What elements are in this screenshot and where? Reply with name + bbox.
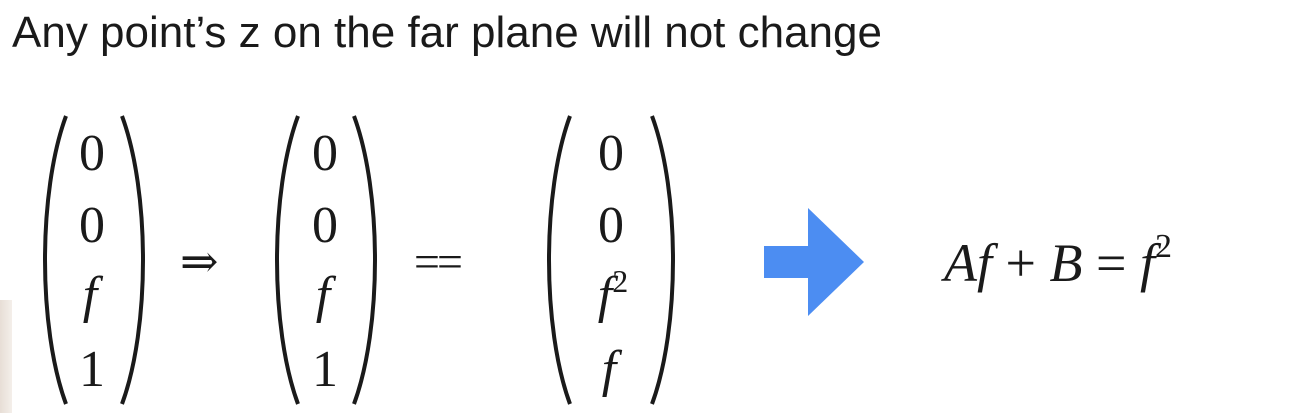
- left-paren-1: [43, 115, 68, 405]
- vector-3-entry-3-sup: 2: [612, 263, 629, 299]
- vector-3-entry-3-base: f: [597, 267, 613, 324]
- equation-plus: +: [1005, 233, 1036, 293]
- equation-rhs-f: f: [1139, 233, 1155, 293]
- vector-2-entry-2: 0: [312, 197, 338, 254]
- far-plane-equation: Af + B = f2: [944, 228, 1172, 306]
- equation-f: f: [977, 233, 993, 293]
- vector-1-entry-4: 1: [79, 341, 105, 398]
- equation-equals: =: [1095, 233, 1127, 293]
- right-arrow-icon: [764, 208, 864, 316]
- vector-3-entry-1: 0: [598, 125, 624, 182]
- vector-3-entry-3: f2: [578, 263, 648, 331]
- left-paren-2: [275, 115, 300, 405]
- right-paren-3: [650, 115, 675, 405]
- vector-1-entry-2: 0: [79, 197, 105, 254]
- vector-2-entry-4: 1: [312, 341, 338, 398]
- left-paren-3: [547, 115, 572, 405]
- vector-1-entry-1: 0: [79, 125, 105, 182]
- presenter-hand: [0, 300, 12, 413]
- vector-1-entry-3: f: [82, 267, 98, 324]
- right-paren-1: [120, 115, 145, 405]
- implies-symbol: ⇒: [180, 236, 219, 287]
- slide-title: Any point’s z on the far plane will not …: [12, 8, 882, 57]
- right-paren-2: [352, 115, 377, 405]
- vector-2-entry-3: f: [315, 267, 331, 324]
- equation-b: B: [1049, 233, 1083, 293]
- vector-2-entry-1: 0: [312, 125, 338, 182]
- vector-3-entry-2: 0: [598, 197, 624, 254]
- equation-rhs-sup: 2: [1154, 228, 1172, 265]
- double-equals-symbol: ==: [414, 236, 463, 287]
- vector-3-entry-4: f: [601, 341, 617, 398]
- equation-a: A: [944, 233, 977, 293]
